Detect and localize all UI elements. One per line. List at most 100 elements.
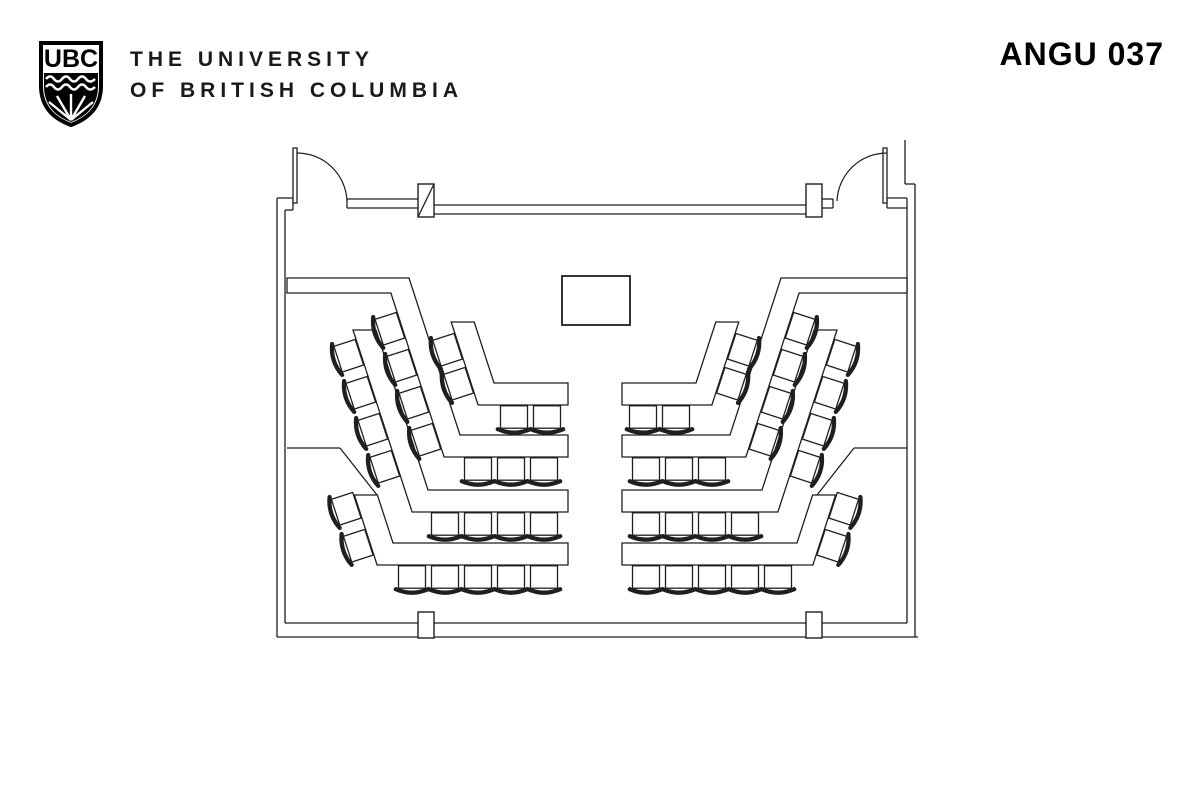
chair-back (492, 534, 530, 542)
chair-seat (430, 565, 460, 589)
chair-back (735, 369, 751, 406)
chair (439, 366, 475, 406)
chair-seat (813, 375, 845, 410)
chair-back (768, 425, 784, 462)
chair-seat (697, 512, 727, 536)
chair-seat (496, 565, 526, 589)
chair-back (525, 534, 563, 542)
chair-back (528, 427, 566, 435)
university-name: THE UNIVERSITY OF BRITISH COLUMBIA (130, 44, 463, 106)
chair (760, 385, 796, 425)
chair-back (393, 587, 431, 595)
chair (525, 565, 563, 595)
chair-back (382, 351, 398, 388)
column (805, 611, 823, 639)
chair (660, 512, 698, 542)
chair-back (341, 378, 357, 415)
chair-seat (463, 457, 493, 481)
chair-seat (789, 449, 821, 484)
chair-back (792, 351, 808, 388)
chair (393, 565, 431, 595)
chair-back (492, 587, 530, 595)
chair (657, 405, 695, 435)
chair (525, 512, 563, 542)
chair-seat (748, 422, 780, 457)
chair-seat (628, 405, 658, 429)
chair (394, 385, 430, 425)
ubc-logo: UBC (39, 41, 103, 128)
chair-back (804, 314, 820, 351)
chair-seat (825, 338, 857, 373)
chair-back (693, 587, 731, 595)
chair (525, 457, 563, 487)
chair (693, 512, 731, 542)
chair-seat (499, 405, 529, 429)
chair (693, 565, 731, 595)
chair-seat (463, 512, 493, 536)
chair-seat (532, 405, 562, 429)
chair-back (353, 415, 369, 452)
chair-back (780, 388, 796, 425)
room-code-label: ANGU 037 (999, 36, 1164, 72)
chair-back (821, 415, 837, 452)
chair-back (365, 452, 381, 489)
chair (784, 311, 820, 351)
chair-seat (357, 412, 389, 447)
chair (428, 332, 464, 372)
chair-seat (631, 512, 661, 536)
chair (813, 375, 849, 415)
chair (726, 565, 764, 595)
table-row-4-outer (353, 494, 569, 566)
chair-back (439, 369, 455, 406)
chair (492, 565, 530, 595)
chair-seat (828, 491, 860, 526)
chair (748, 422, 784, 462)
door-leaf (882, 147, 888, 204)
chair-seat (442, 366, 475, 401)
chair-back (693, 479, 731, 487)
chair-seat (529, 512, 559, 536)
chair-back (660, 534, 698, 542)
chair (825, 338, 861, 378)
chair (426, 512, 464, 542)
chair-seat (772, 348, 804, 383)
chair-back (370, 314, 386, 351)
chair (693, 457, 731, 487)
chair-back (495, 427, 533, 435)
chair-back (492, 479, 530, 487)
chair-seat (496, 512, 526, 536)
chair (341, 375, 377, 415)
chair (459, 457, 497, 487)
chair (627, 457, 665, 487)
ubc-wave-1 (44, 75, 96, 83)
chair (726, 512, 764, 542)
chair-back (394, 388, 410, 425)
chair (660, 565, 698, 595)
chair (370, 311, 406, 351)
chair-seat (730, 512, 760, 536)
chair-seat (410, 422, 442, 457)
chair-back (459, 587, 497, 595)
chair-back (426, 534, 464, 542)
table-row-3 (352, 329, 569, 513)
chair-seat (715, 366, 748, 401)
chair-seat (529, 457, 559, 481)
chair-seat (398, 385, 430, 420)
chair-back (627, 534, 665, 542)
chair-seat (664, 512, 694, 536)
chair-back (657, 427, 695, 435)
chair-back (836, 531, 851, 568)
chair (660, 457, 698, 487)
podium-table (561, 275, 631, 326)
chair-back (660, 479, 698, 487)
column-diagonal (417, 183, 435, 218)
university-name-line1: THE UNIVERSITY (130, 48, 374, 71)
chair-back (759, 587, 797, 595)
chair (459, 565, 497, 595)
chair-back (428, 335, 444, 372)
chair-back (627, 479, 665, 487)
chair-seat (345, 375, 377, 410)
chair (627, 565, 665, 595)
chair-seat (369, 449, 401, 484)
chair (365, 449, 401, 489)
